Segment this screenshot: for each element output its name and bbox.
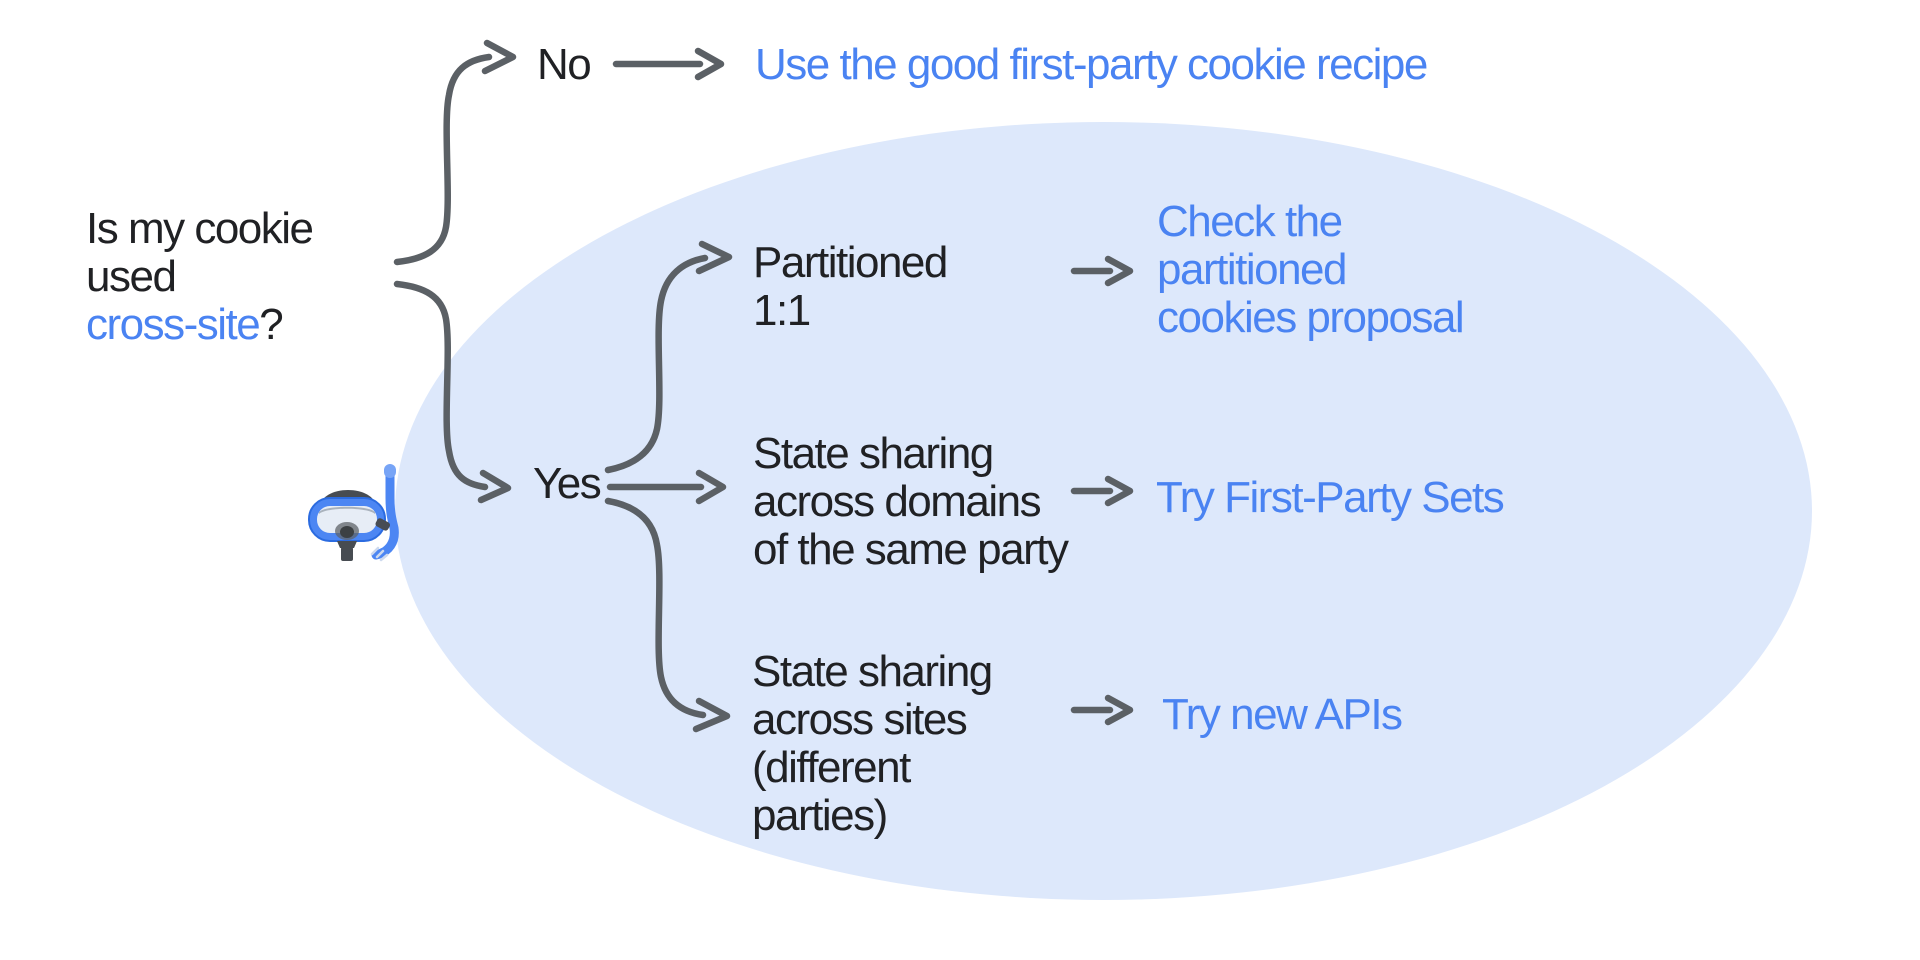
arrowhead-yes-to-sites — [692, 697, 731, 733]
arrow-question-to-no — [393, 53, 493, 266]
condition-same-party: State sharing across domains of the same… — [753, 429, 1069, 574]
diving-mask-icon — [308, 464, 399, 562]
arrowhead-partitioned-to-proposal — [1104, 255, 1134, 287]
condition-partitioned: Partitioned 1:1 — [753, 238, 948, 335]
arrowhead-domains-to-fps — [1104, 475, 1134, 507]
arrow-yes-to-sites — [604, 497, 707, 719]
result-partitioned-proposal-link[interactable]: Check the partitioned cookies proposal — [1157, 197, 1465, 342]
cross-site-link[interactable]: cross-site — [86, 300, 261, 349]
question-mark: ? — [259, 300, 283, 349]
arrowhead-yes-to-domains — [695, 469, 727, 505]
arrowhead-yes-to-partitioned — [695, 240, 733, 275]
arrow-question-to-yes — [393, 280, 489, 491]
condition-different-parties: State sharing across sites (different pa… — [752, 647, 993, 840]
arrow-yes-to-partitioned — [604, 254, 709, 474]
yes-label: Yes — [533, 459, 602, 508]
question-text: Is my cookie used — [86, 204, 314, 301]
result-new-apis-link[interactable]: Try new APIs — [1162, 690, 1403, 739]
arrowhead-sites-to-apis — [1104, 694, 1134, 726]
no-result-link[interactable]: Use the good first-party cookie recipe — [755, 40, 1428, 89]
result-first-party-sets-link[interactable]: Try First-Party Sets — [1156, 473, 1505, 522]
arrowhead-question-to-yes — [477, 469, 512, 504]
root-question: Is my cookie used cross-site? — [86, 204, 314, 349]
no-label: No — [537, 40, 592, 89]
arrowhead-no-to-recipe — [694, 47, 725, 81]
arrowhead-question-to-no — [481, 39, 517, 75]
